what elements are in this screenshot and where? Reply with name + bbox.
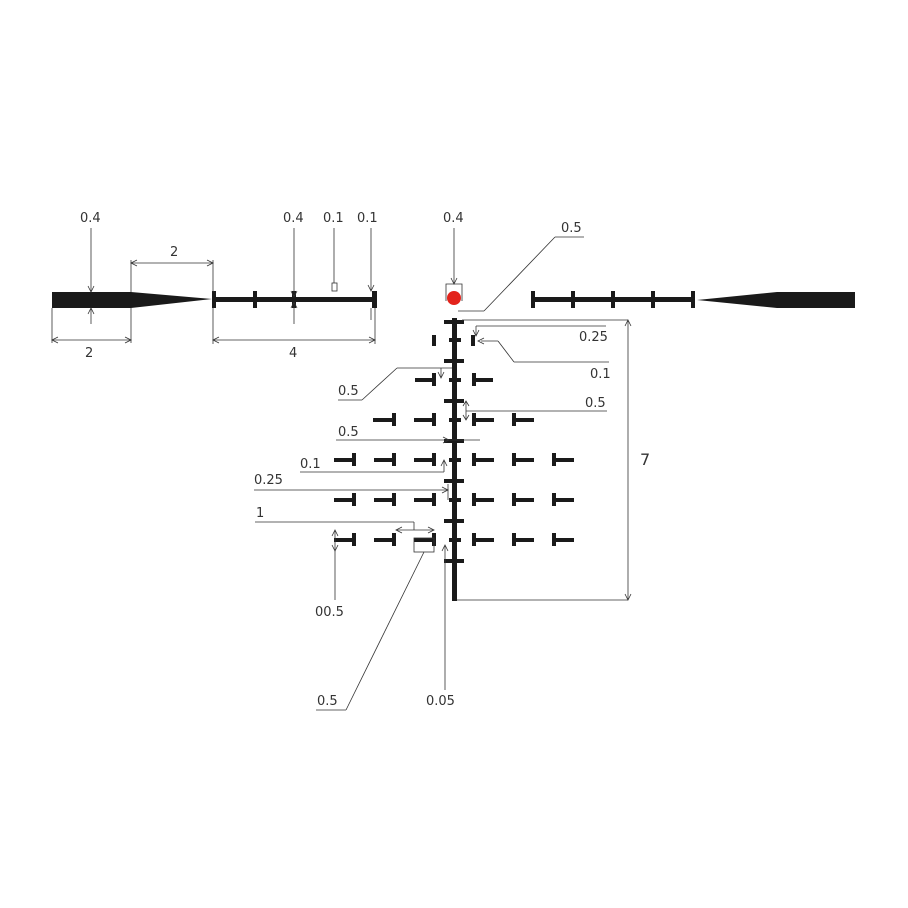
label-total-drop: 7	[640, 450, 650, 469]
windage-mark-right	[472, 493, 476, 506]
label-scale-tick-a: 0.1	[323, 211, 344, 226]
stem-hash	[444, 399, 464, 403]
label-post-top-width: 0.4	[80, 211, 101, 226]
reticle	[52, 291, 855, 601]
label-left-stub-width: 0.1	[300, 457, 321, 472]
label-scale-tick-b: 0.1	[357, 211, 378, 226]
windage-mark-center	[449, 458, 461, 462]
windage-mark-right	[512, 413, 516, 426]
dimension-lines	[51, 228, 632, 711]
right-scale-tick	[611, 291, 615, 308]
windage-mark-right	[552, 453, 556, 466]
windage-mark-right	[471, 335, 475, 346]
dimension-labels: 0.4 2 2 0.4 0.1 0.1 4 0.4 0.5 0.25 0.1 0…	[80, 211, 650, 709]
windage-mark-right	[515, 498, 534, 502]
windage-mark-left	[334, 458, 354, 462]
label-left-gap-mid: 0.5	[338, 425, 359, 440]
windage-mark-left	[352, 493, 356, 506]
stem-hash	[444, 439, 464, 443]
left-scale-tick	[292, 291, 296, 308]
windage-mark-left	[334, 538, 354, 542]
windage-mark-center	[449, 498, 461, 502]
windage-mark-center	[449, 538, 461, 542]
windage-mark-right	[552, 533, 556, 546]
windage-mark-left	[392, 453, 396, 466]
windage-mark-left	[432, 413, 436, 426]
windage-mark-center	[449, 418, 461, 422]
windage-mark-right	[475, 458, 494, 462]
label-scale-length: 4	[289, 346, 297, 361]
windage-mark-right	[512, 453, 516, 466]
label-dot-diameter: 0.5	[561, 221, 582, 236]
windage-mark-left	[414, 498, 433, 502]
windage-mark-right	[472, 453, 476, 466]
left-scale-tick	[212, 291, 216, 308]
right-scale-tick	[691, 291, 695, 308]
windage-mark-left	[414, 418, 433, 422]
stem-hash	[444, 519, 464, 523]
windage-mark-left	[392, 413, 396, 426]
windage-mark-left	[352, 453, 356, 466]
left-post	[52, 292, 212, 308]
windage-mark-right	[515, 538, 534, 542]
right-post	[697, 292, 855, 308]
right-scale-tick	[531, 291, 535, 308]
windage-mark-left	[414, 458, 433, 462]
windage-mark-left	[432, 335, 436, 346]
windage-mark-center	[449, 338, 461, 342]
windage-mark-left	[352, 533, 356, 546]
label-bottom-box-width: 0.5	[317, 694, 338, 709]
left-scale-tick	[372, 291, 377, 308]
windage-mark-left	[373, 418, 393, 422]
windage-mark-left	[392, 533, 396, 546]
windage-mark-right	[515, 418, 534, 422]
windage-mark-right	[555, 498, 574, 502]
windage-mark-right	[472, 373, 476, 386]
label-hash-left-upper: 0.5	[338, 384, 359, 399]
label-tick-width-top: 0.1	[590, 367, 611, 382]
windage-mark-left	[432, 493, 436, 506]
windage-mark-right	[472, 533, 476, 546]
label-tick-spacing-top: 0.25	[579, 330, 608, 345]
windage-mark-right	[552, 493, 556, 506]
windage-mark-right	[555, 538, 574, 542]
left-scale-tick	[253, 291, 257, 308]
windage-mark-right	[512, 493, 516, 506]
windage-mark-left	[392, 493, 396, 506]
center-dot	[447, 291, 461, 305]
windage-mark-center	[449, 378, 461, 382]
windage-mark-right	[512, 533, 516, 546]
windage-mark-right	[555, 458, 574, 462]
windage-mark-left	[374, 538, 393, 542]
windage-mark-left	[432, 373, 436, 386]
label-bottom-height: 00.5	[315, 605, 344, 620]
windage-mark-right	[475, 538, 494, 542]
right-scale-tick	[651, 291, 655, 308]
windage-mark-right	[475, 418, 494, 422]
label-post-gap: 2	[170, 245, 178, 260]
label-post-left-width: 2	[85, 346, 93, 361]
windage-mark-left	[374, 498, 393, 502]
label-bottom-spacing: 1	[256, 506, 264, 521]
label-left-gap-low: 0.25	[254, 473, 283, 488]
stem-hash	[444, 559, 464, 563]
label-dot-height: 0.4	[443, 211, 464, 226]
windage-mark-right	[515, 458, 534, 462]
windage-mark-right	[472, 413, 476, 426]
windage-mark-right	[475, 498, 494, 502]
stem-hash	[444, 479, 464, 483]
windage-mark-left	[414, 538, 433, 542]
label-stem-width: 0.05	[426, 694, 455, 709]
windage-mark-left	[334, 498, 354, 502]
label-scale-bar-width: 0.4	[283, 211, 304, 226]
label-hash-right-upper: 0.5	[585, 396, 606, 411]
windage-mark-left	[415, 378, 433, 382]
stem-hash	[444, 320, 464, 324]
stem-hash	[444, 359, 464, 363]
windage-mark-right	[475, 378, 493, 382]
right-scale-tick	[571, 291, 575, 308]
windage-mark-left	[374, 458, 393, 462]
windage-mark-left	[432, 453, 436, 466]
